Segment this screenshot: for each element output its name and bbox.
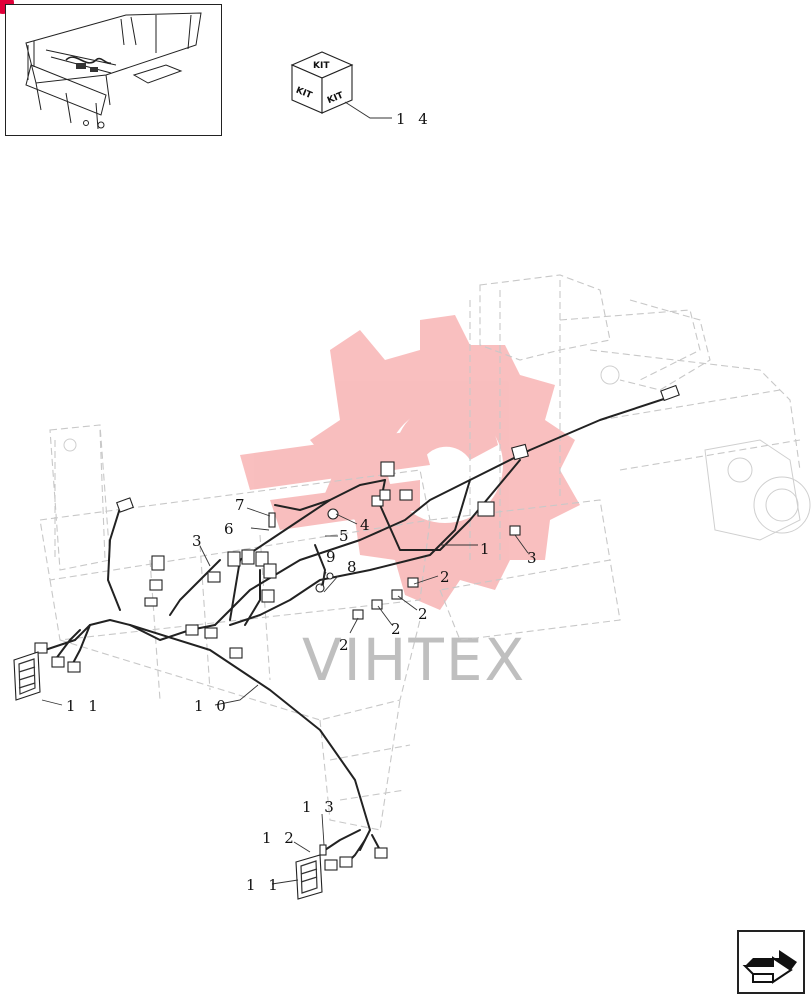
callout-numbers: 1 2 2 2 2 3 3 4 5 6 7 8 9 1 0 1 1 1 1 1 … (66, 496, 541, 894)
callout-2a: 2 (440, 568, 454, 586)
callout-1: 1 (480, 540, 494, 558)
kit-label-top: KIT (313, 61, 330, 71)
callout-8: 8 (347, 558, 361, 576)
callout-2d: 2 (339, 636, 353, 654)
machine-overview-thumbnail-icon (25, 12, 202, 130)
callout-6: 6 (224, 520, 238, 538)
rear-lamp-right (295, 854, 323, 900)
callout-2b: 2 (418, 605, 432, 623)
kit-callout: 1 4 (396, 110, 432, 128)
next-page-arrow-icon (742, 950, 797, 984)
callout-13: 1 3 (302, 798, 338, 816)
callout-12: 1 2 (262, 829, 298, 847)
overview-thumbnail (5, 4, 222, 136)
callout-11b: 1 1 (246, 876, 282, 894)
callout-4: 4 (360, 516, 374, 534)
kit-box-icon: KIT KIT KIT (290, 51, 392, 119)
rear-lamp-left (13, 651, 41, 701)
callout-2c: 2 (391, 620, 405, 638)
callout-3a: 3 (192, 532, 206, 550)
callout-5: 5 (339, 527, 353, 545)
callout-7: 7 (235, 496, 249, 514)
watermark-text: VIHTEX (302, 626, 526, 694)
callout-10: 1 0 (194, 697, 230, 715)
callout-9: 9 (326, 548, 340, 566)
machine-frame-ghost (39, 274, 811, 831)
callout-11a: 1 1 (66, 697, 102, 715)
callout-3b: 3 (527, 549, 541, 567)
leader-lines (41, 507, 529, 885)
watermark-gear-logo (240, 315, 580, 610)
next-page-button[interactable] (737, 930, 805, 994)
